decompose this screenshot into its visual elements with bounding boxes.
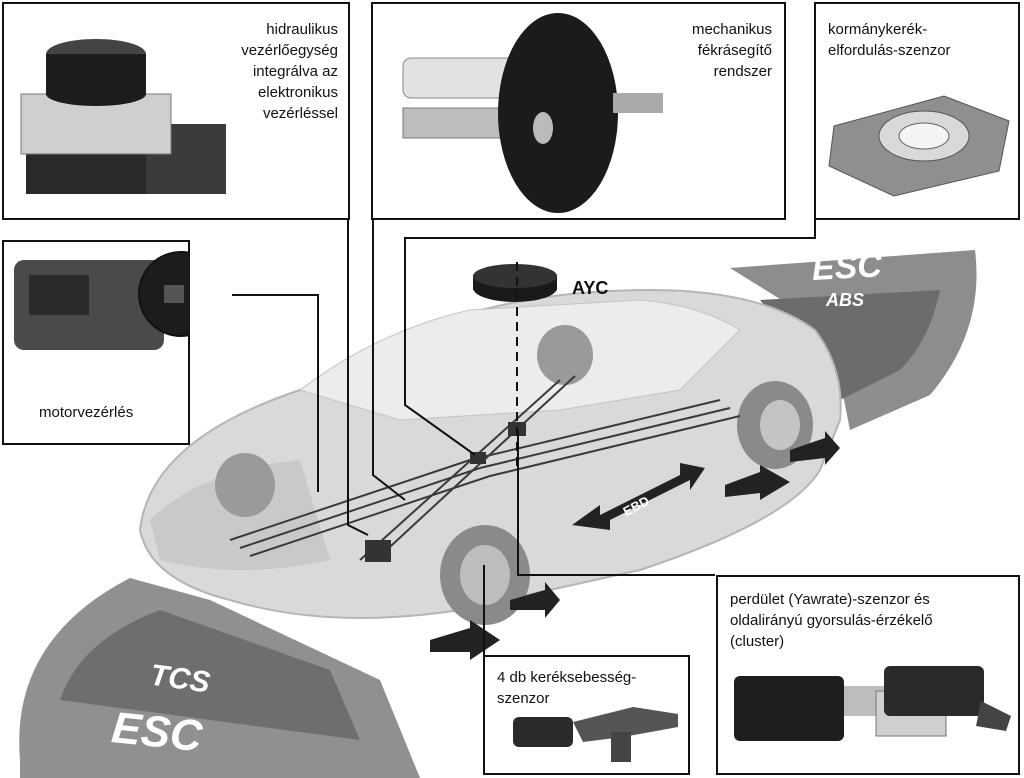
hydraulic-unit-image (20, 39, 226, 194)
yaw-rate-sensor-label: perdület (Yawrate)-szenzor és oldalirány… (730, 591, 933, 650)
callout-yaw-rate-sensor: perdület (Yawrate)-szenzor és oldalirány… (716, 575, 1020, 775)
esc-top-label: ESC (811, 246, 883, 288)
yaw-rate-sensor-image (734, 666, 1011, 741)
brake-booster-image (402, 13, 663, 213)
wheel-speed-sensor-image (513, 707, 678, 762)
wheel-speed-sensor-label: 4 db keréksebesség- szenzor (497, 669, 637, 707)
steering-sensor-image (828, 95, 1010, 197)
wheel-arrow (430, 620, 500, 660)
connector-lines (232, 218, 816, 655)
steering-sensor-label: kormánykerék- elfordulás-szenzor (828, 21, 951, 59)
ebd-arrow (572, 463, 705, 530)
callout-engine-control: motorvezérlés (2, 240, 190, 445)
callout-steering-sensor: kormánykerék- elfordulás-szenzor (814, 2, 1020, 220)
engine-image (14, 251, 189, 350)
brake-booster-label: mechanikus fékrásegítő rendszer (691, 21, 772, 80)
callout-wheel-speed-sensor: 4 db keréksebesség- szenzor (483, 655, 690, 775)
callout-hydraulic-unit: hidraulikus vezérlőegység integrálva az … (2, 2, 350, 220)
ayc-symbol: AYC (473, 262, 608, 470)
car-illustration: EBD (138, 288, 842, 660)
callout-brake-booster: mechanikus fékrásegítő rendszer (371, 2, 786, 220)
hydraulic-unit-label: hidraulikus vezérlőegység integrálva az … (241, 21, 338, 122)
ayc-label: AYC (572, 278, 608, 298)
engine-control-label: motorvezérlés (39, 404, 134, 421)
abs-label: ABS (825, 290, 864, 310)
esc-bottom-label: ESC (109, 703, 205, 761)
